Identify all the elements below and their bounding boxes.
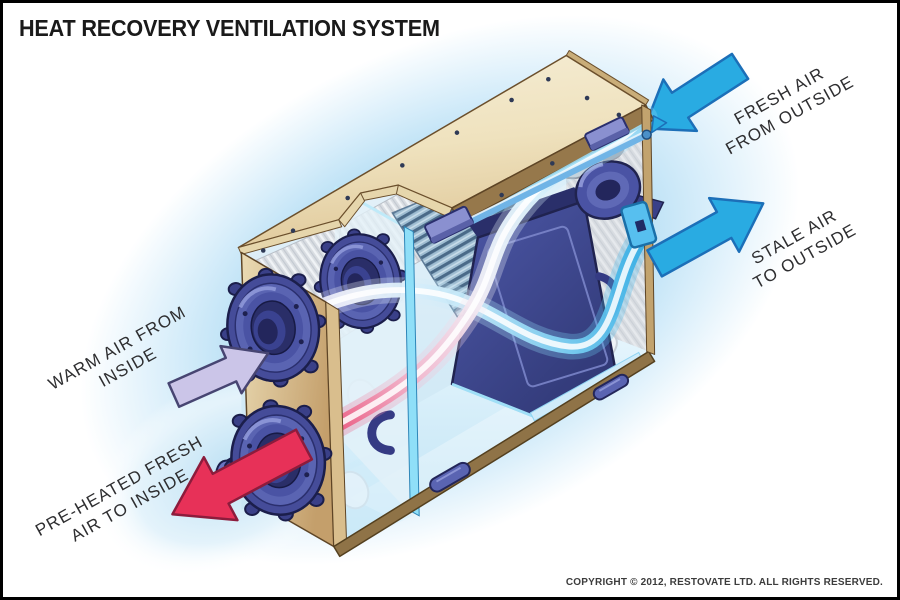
stale-air-arrow <box>646 196 765 278</box>
unit-feet <box>429 373 630 493</box>
unit-foot <box>429 461 471 493</box>
copyright-notice: COPYRIGHT © 2012, RESTOVATE LTD. ALL RIG… <box>565 577 883 588</box>
condensate-pipe <box>367 410 395 455</box>
casing-bottom-rail <box>333 350 656 558</box>
duct-collar-warm-in <box>220 267 327 388</box>
page-title: HEAT RECOVERY VENTILATION SYSTEM <box>19 15 440 41</box>
stale-vent-flap <box>620 200 658 249</box>
warm-air-arrow <box>167 344 270 409</box>
fresh-air-arrow <box>643 52 750 133</box>
glass-divider-mid-edge <box>403 225 420 517</box>
preheated-air-arrow <box>171 428 314 522</box>
airflow-warm-to-stale-stream <box>250 227 653 360</box>
hrv-diagram <box>40 3 840 596</box>
fresh-air-arrow-tip <box>650 115 668 134</box>
support-rod <box>424 116 652 244</box>
unit-casing <box>237 50 656 558</box>
unit-foot <box>592 373 630 401</box>
